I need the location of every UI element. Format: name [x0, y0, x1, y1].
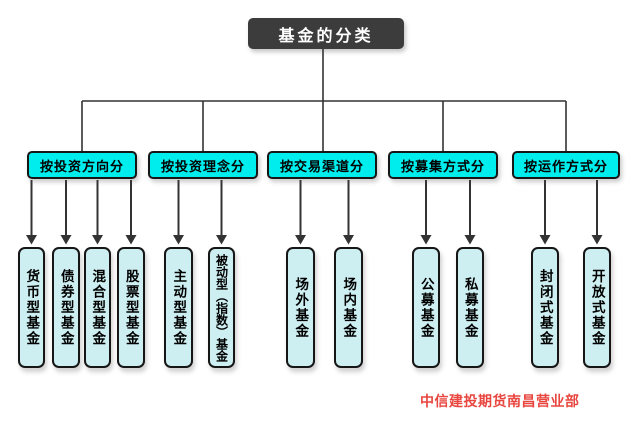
leaf-label: 股票型基金: [123, 268, 139, 347]
category-node-investment-direction: 按投资方向分: [27, 151, 137, 179]
leaf-label: 被动型（指数）基金: [214, 253, 229, 362]
root-node: 基金的分类: [248, 18, 404, 49]
leaf-node: 封闭式基金: [531, 247, 559, 368]
leaf-node: 主动型基金: [164, 247, 193, 368]
leaf-node: 债券型基金: [52, 247, 80, 368]
leaf-node: 场外基金: [286, 247, 315, 368]
leaf-node: 混合型基金: [84, 247, 111, 368]
leaf-label: 公募基金: [418, 276, 434, 339]
leaf-node: 公募基金: [412, 247, 440, 368]
branch-watermark: 中信建投期货南昌营业部: [420, 393, 580, 409]
category-node-operation-method: 按运作方式分: [512, 151, 620, 179]
leaf-label: 私募基金: [462, 276, 478, 339]
leaf-node: 货币型基金: [18, 247, 45, 368]
leaf-label: 债券型基金: [58, 268, 74, 347]
leaf-label: 开放式基金: [589, 268, 605, 347]
category-node-trading-channel: 按交易渠道分: [267, 151, 377, 179]
category-node-fundraising-method: 按募集方式分: [388, 151, 498, 179]
leaf-node: 股票型基金: [117, 247, 145, 368]
leaf-label: 货币型基金: [24, 268, 40, 347]
leaf-label: 场外基金: [293, 276, 309, 339]
leaf-node: 被动型（指数）基金: [208, 247, 235, 368]
leaf-node: 私募基金: [456, 247, 484, 368]
leaf-label: 封闭式基金: [537, 268, 553, 347]
leaf-label: 场内基金: [341, 276, 357, 339]
leaf-node: 开放式基金: [583, 247, 611, 368]
leaf-label: 混合型基金: [90, 268, 106, 347]
leaf-node: 场内基金: [334, 247, 363, 368]
leaf-label: 主动型基金: [171, 268, 187, 347]
category-node-investment-philosophy: 按投资理念分: [148, 151, 258, 179]
